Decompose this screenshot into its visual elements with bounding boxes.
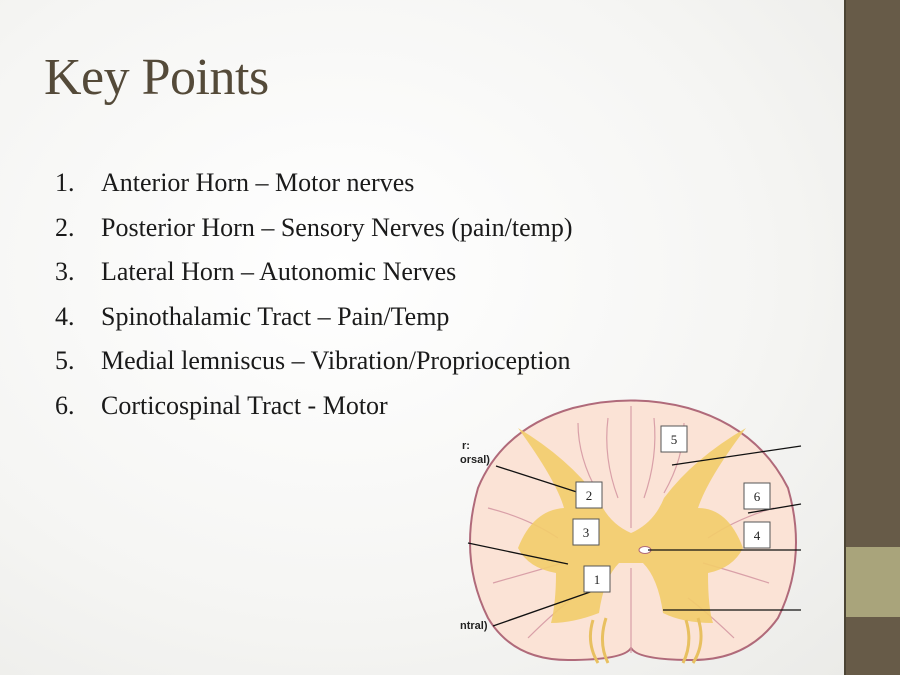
list-item: 4. Spinothalamic Tract – Pain/Temp [55,302,573,347]
item-number: 1. [55,168,75,197]
label-box-5 [660,425,688,453]
label-box-4 [743,521,771,549]
list-item: 1. Anterior Horn – Motor nerves [55,168,573,213]
list-item: 3. Lateral Horn – Autonomic Nerves [55,257,573,302]
label-box-6 [743,482,771,510]
item-number: 4. [55,301,75,331]
cropped-label-fragment: orsal) [460,454,490,466]
item-text: Corticospinal Tract - Motor [101,390,388,420]
item-text: Lateral Horn – Autonomic Nerves [101,257,457,287]
item-number: 2. [55,212,75,242]
label-4: 4 [754,528,761,543]
label-box-1 [583,565,611,593]
item-text: Posterior Horn – Sensory Nerves (pain/te… [101,212,573,242]
spinal-cord-diagram: 1 2 3 4 5 6 r: orsal) ntral) [458,398,804,668]
list-item: 2. Posterior Horn – Sensory Nerves (pain/… [55,213,573,258]
cropped-label-fragment: r: [462,440,470,452]
item-number: 3. [55,257,75,287]
item-text: Spinothalamic Tract – Pain/Temp [101,301,450,331]
label-box-2 [575,481,603,509]
label-5: 5 [671,432,678,447]
item-number: 6. [55,390,75,420]
list-item: 5. Medial lemniscus – Vibration/Proprioce… [55,346,573,391]
sidebar-accent-band [846,547,900,617]
item-text: Medial lemniscus – Vibration/Propriocept… [101,346,571,376]
label-box-3 [572,518,600,546]
label-2: 2 [586,488,593,503]
cropped-label-fragment: ntral) [460,620,488,632]
item-text: Anterior Horn – Motor nerves [101,168,415,197]
spinal-cord-cross-section: 1 2 3 4 5 6 [467,399,802,664]
slide-title: Key Points [44,49,269,106]
label-3: 3 [583,525,590,540]
label-1: 1 [594,572,601,587]
label-6: 6 [754,489,761,504]
list-item: 6. Corticospinal Tract - Motor [55,391,573,436]
item-number: 5. [55,346,75,376]
slide: Key Points 1. Anterior Horn – Motor nerve… [0,0,844,675]
key-points-list: 1. Anterior Horn – Motor nerves 2. Posteri… [55,168,573,436]
